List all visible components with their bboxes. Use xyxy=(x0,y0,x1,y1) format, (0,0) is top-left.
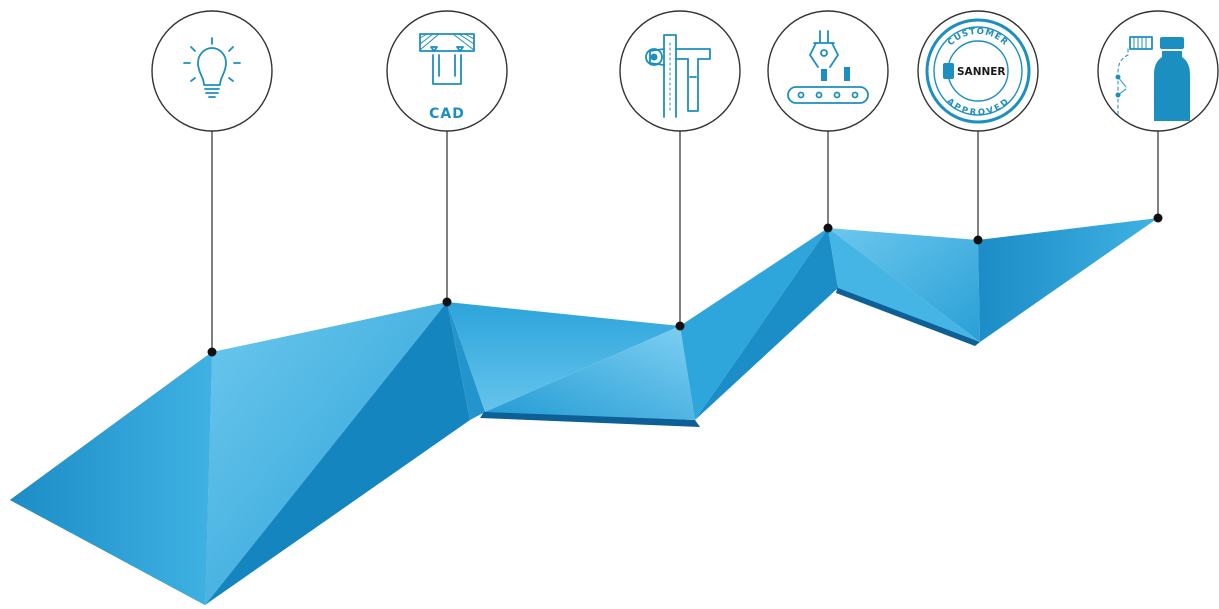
milestone-badge xyxy=(767,10,889,132)
milestone-badge xyxy=(917,10,1039,132)
connectors xyxy=(211,123,1159,352)
caliper-icon xyxy=(645,34,711,118)
node-dot xyxy=(973,235,983,245)
ribbon-facet xyxy=(680,228,828,420)
folded-ribbon xyxy=(10,218,1158,605)
node-dot xyxy=(823,223,833,233)
cad-drawing-icon xyxy=(419,33,475,85)
brand-logo-icon xyxy=(943,63,954,79)
milestone-production xyxy=(767,10,889,132)
milestone-badge xyxy=(151,10,273,132)
milestone-badge xyxy=(386,10,508,132)
ribbon-facet xyxy=(205,302,470,605)
milestone-idea xyxy=(151,10,273,132)
milestone-cad: CAD xyxy=(386,10,508,132)
ribbon-facet xyxy=(447,302,680,412)
node-dot xyxy=(442,297,452,307)
node-dot xyxy=(1153,213,1163,223)
node-dot xyxy=(207,347,217,357)
brand-name: SANNER xyxy=(957,66,1006,78)
ribbon-facet xyxy=(978,218,1158,342)
milestone-delivery xyxy=(1097,10,1219,132)
ribbon-facet xyxy=(447,302,485,420)
node-dot xyxy=(675,321,685,331)
milestone-approval: CUSTOMER APPROVED SANNER xyxy=(917,10,1039,132)
ribbon-facet xyxy=(10,352,212,605)
ribbon-facet xyxy=(828,228,980,342)
lightbulb-icon xyxy=(183,37,241,98)
ribbon-edge xyxy=(480,410,700,427)
ribbon-facet xyxy=(695,228,838,420)
bottle-icon xyxy=(1115,36,1190,121)
cad-label: CAD xyxy=(429,106,465,122)
milestone-measure xyxy=(619,10,741,132)
node-dots xyxy=(207,213,1163,357)
milestone-badge xyxy=(619,10,741,132)
ribbon-facet xyxy=(485,326,695,420)
conveyor-gripper-icon xyxy=(787,30,869,104)
